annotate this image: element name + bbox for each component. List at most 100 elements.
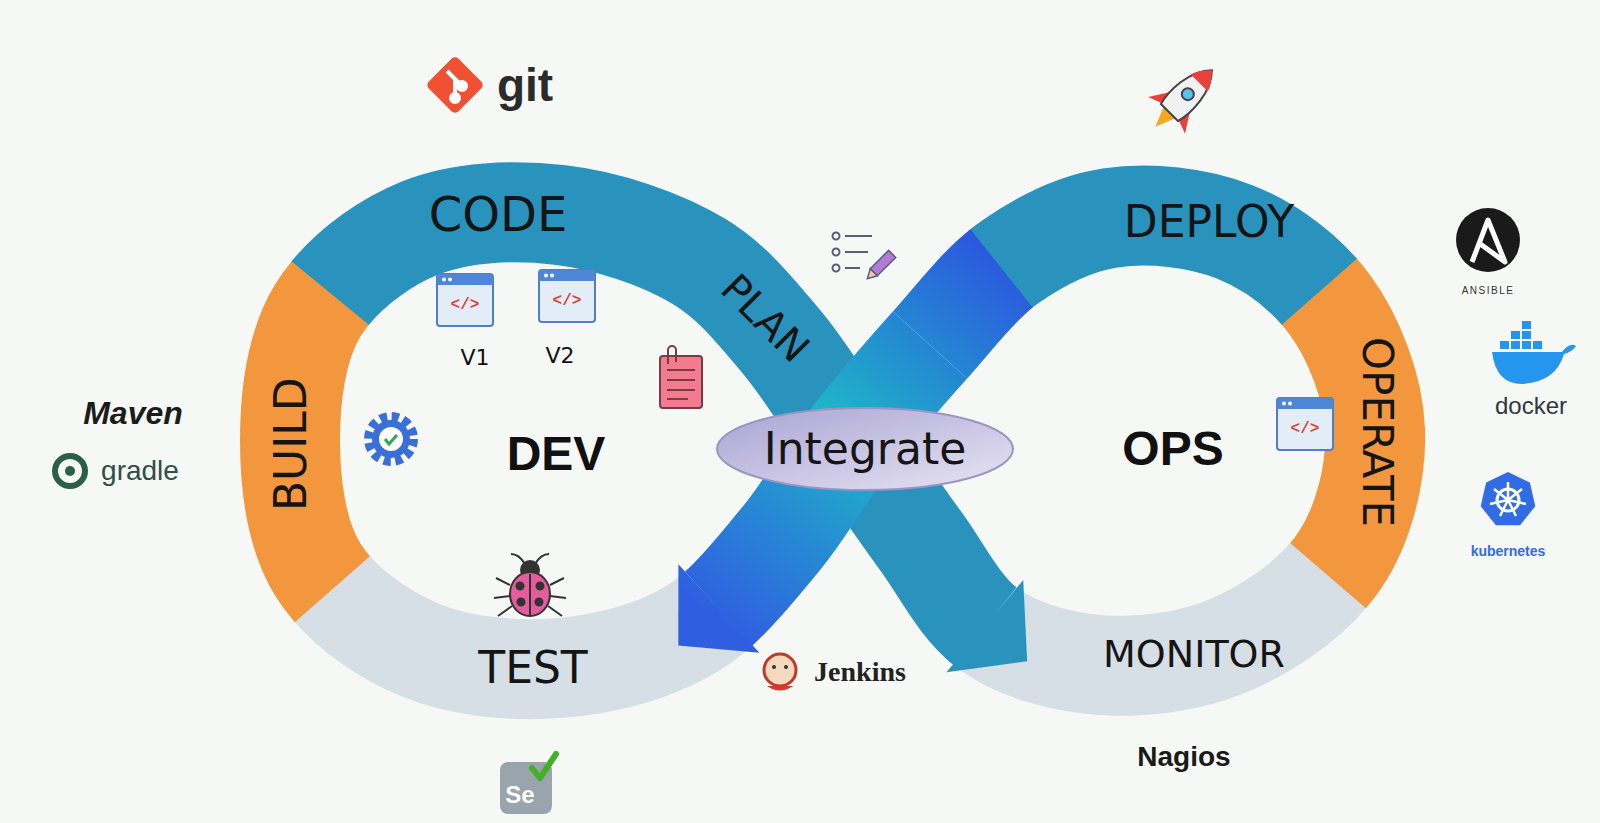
jenkins-logo [764,654,796,691]
integrate-band [290,212,1375,669]
checklist-dot [833,265,840,272]
checklist-line [845,251,868,253]
bug-spot [517,583,524,590]
window-body [1277,398,1333,450]
bug-leg [550,596,566,598]
code-symbol: </> [1291,421,1320,439]
stage-name: PLAN [712,265,817,370]
stage-name: Integrate [764,425,967,473]
tool-name: gradle [101,456,179,487]
window-bar [437,274,493,285]
code-symbol: </> [451,297,480,315]
notepad-line [667,389,695,391]
jenkins-tie [767,686,793,691]
ladybug-icon [494,554,566,616]
window-body [539,270,595,322]
git-logo-diamond [425,55,484,114]
docker-container [1522,331,1531,339]
docker-container [1522,321,1531,329]
notepad-line [667,398,688,400]
window-dot [1282,402,1286,406]
window-body [437,274,493,326]
checklist-dot [833,233,840,240]
jenkins-eye [772,665,776,669]
tool-name: Jenkins [814,657,906,688]
deploy-band-node: DEPLOY [1116,194,1302,250]
logo-text: Se [505,782,534,808]
checklist-line [845,267,860,269]
bug-spot [518,599,525,606]
code-window-icon [539,270,595,322]
notepad-clip [668,346,676,364]
tool-name: Maven [83,396,183,431]
stage-name: BUILD [267,377,315,511]
monitor-band [290,212,1375,669]
pencil-tip [864,269,877,282]
plan-band-node: PLAN [704,257,826,379]
checklist-dot [833,249,840,256]
tool-name: kubernetes [1471,544,1546,559]
tool-name: ANSIBLE [1462,285,1515,296]
docker-container [1522,341,1531,349]
rocket-icon [1137,52,1230,145]
plan-arrowhead [946,580,1027,672]
kubernetes-heptagon [1481,472,1536,525]
ansible-logo [1456,208,1520,272]
rocket-nose [1191,62,1221,92]
kubernetes-spoke [1494,489,1508,500]
kubernetes-spoke [1508,500,1516,516]
code-plan-band [290,212,1375,669]
git-branch-dot [458,82,466,90]
git-branch-symbol [447,71,466,102]
integrate-band [290,212,1375,669]
gradle-logo [55,456,85,486]
tool-name: git [497,60,553,111]
docker-logo [1492,321,1576,384]
kubernetes-spoke [1490,500,1508,504]
git-logo [425,55,484,114]
kubernetes-spokes [1490,482,1526,516]
tool-name: Nagios [1137,742,1230,773]
loop-title: OPS [1122,423,1223,476]
window-dot [448,278,452,282]
bug-leg [496,578,510,585]
stage-name: TEST [478,644,587,692]
selenium-logo [500,754,556,814]
test-band [290,212,1375,669]
loop-title: DEV [507,428,606,481]
rocket-window [1179,86,1196,103]
docker-container [1511,341,1520,349]
window-dot [544,274,548,278]
kubernetes-spoke [1508,489,1522,500]
gradle-ring [55,456,85,486]
window-dot [442,278,446,282]
code-window-icon [1277,398,1333,450]
docker-container [1533,341,1542,349]
window-bar [539,270,595,281]
bug-leg [550,578,564,585]
gear-rim [372,420,410,458]
checklist-icon [833,233,873,272]
docker-container [1511,331,1520,339]
git-branch-dot [451,94,459,102]
gear-center [379,427,403,451]
notepad-icon [660,346,702,408]
gradle-dot [65,466,75,476]
monitor-band-node: MONITOR [1095,630,1293,680]
kubernetes-logo [1481,472,1536,525]
checklist-line [845,235,872,237]
bug-spot [537,583,544,590]
selenium-check [532,754,556,778]
gear-check [385,435,397,444]
build-band [290,212,1375,669]
jenkins-face [764,654,796,686]
code-window-icon [437,274,493,326]
bug-shell [510,572,550,616]
window-dot [1288,402,1292,406]
integrate-arrowhead [678,564,759,653]
infinity-ribbon [290,212,1375,672]
operate-band [290,212,1375,669]
